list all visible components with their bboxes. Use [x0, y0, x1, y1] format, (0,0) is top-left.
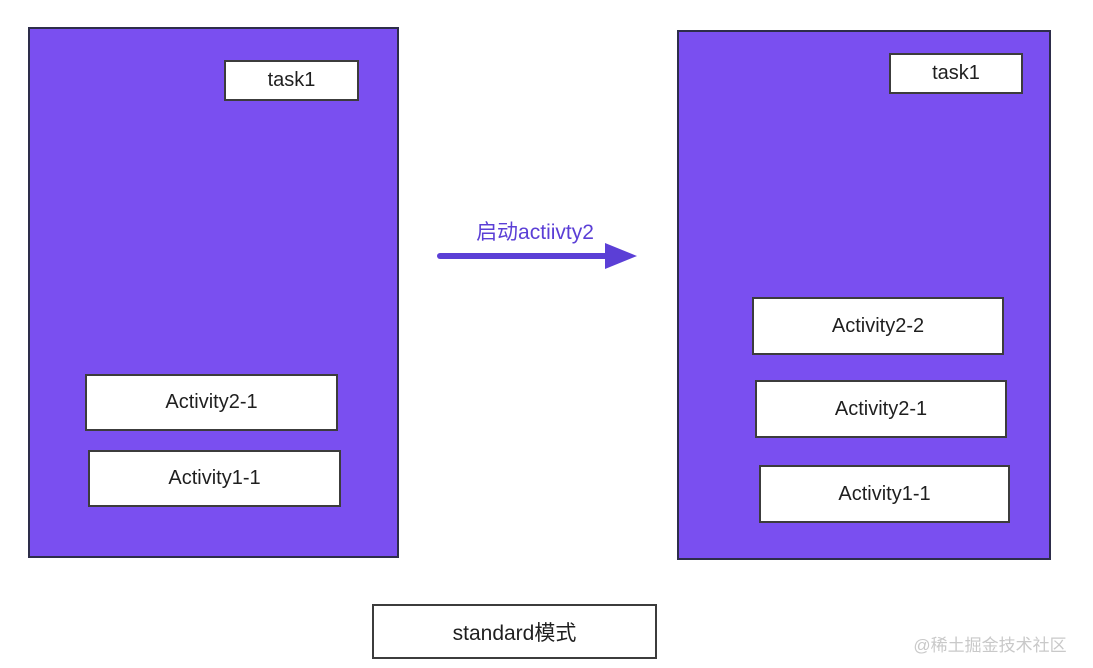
activity-label: Activity2-1 — [165, 391, 258, 413]
activity-label: Activity2-2 — [831, 314, 925, 337]
task-name-box: task1 — [224, 60, 359, 101]
task-stack-after: task1 Activity2-2 Activity2-1 Activity1-… — [677, 30, 1051, 560]
watermark: @稀土掘金技术社区 — [913, 636, 1067, 655]
activity-box: Activity1-1 — [759, 465, 1010, 523]
mode-caption-box: standard模式 — [372, 604, 657, 659]
activity-box: Activity2-2 — [752, 297, 1004, 355]
mode-caption-label: standard模式 — [452, 621, 577, 645]
activity-label: Activity2-1 — [834, 397, 928, 420]
task-name-box: task1 — [889, 53, 1023, 94]
activity-box: Activity1-1 — [88, 450, 341, 507]
task-name-label: task1 — [932, 62, 980, 84]
arrow-line — [437, 253, 609, 259]
arrow-head-icon — [605, 243, 637, 269]
activity-label: Activity1-1 — [838, 482, 931, 505]
task-stack-before: task1 Activity2-1 Activity1-1 — [28, 27, 399, 558]
activity-box: Activity2-1 — [755, 380, 1007, 438]
activity-box: Activity2-1 — [85, 374, 338, 431]
activity-label: Activity1-1 — [168, 467, 261, 489]
arrow-label: 启动actiivty2 — [476, 221, 594, 244]
task-name-label: task1 — [267, 69, 316, 91]
